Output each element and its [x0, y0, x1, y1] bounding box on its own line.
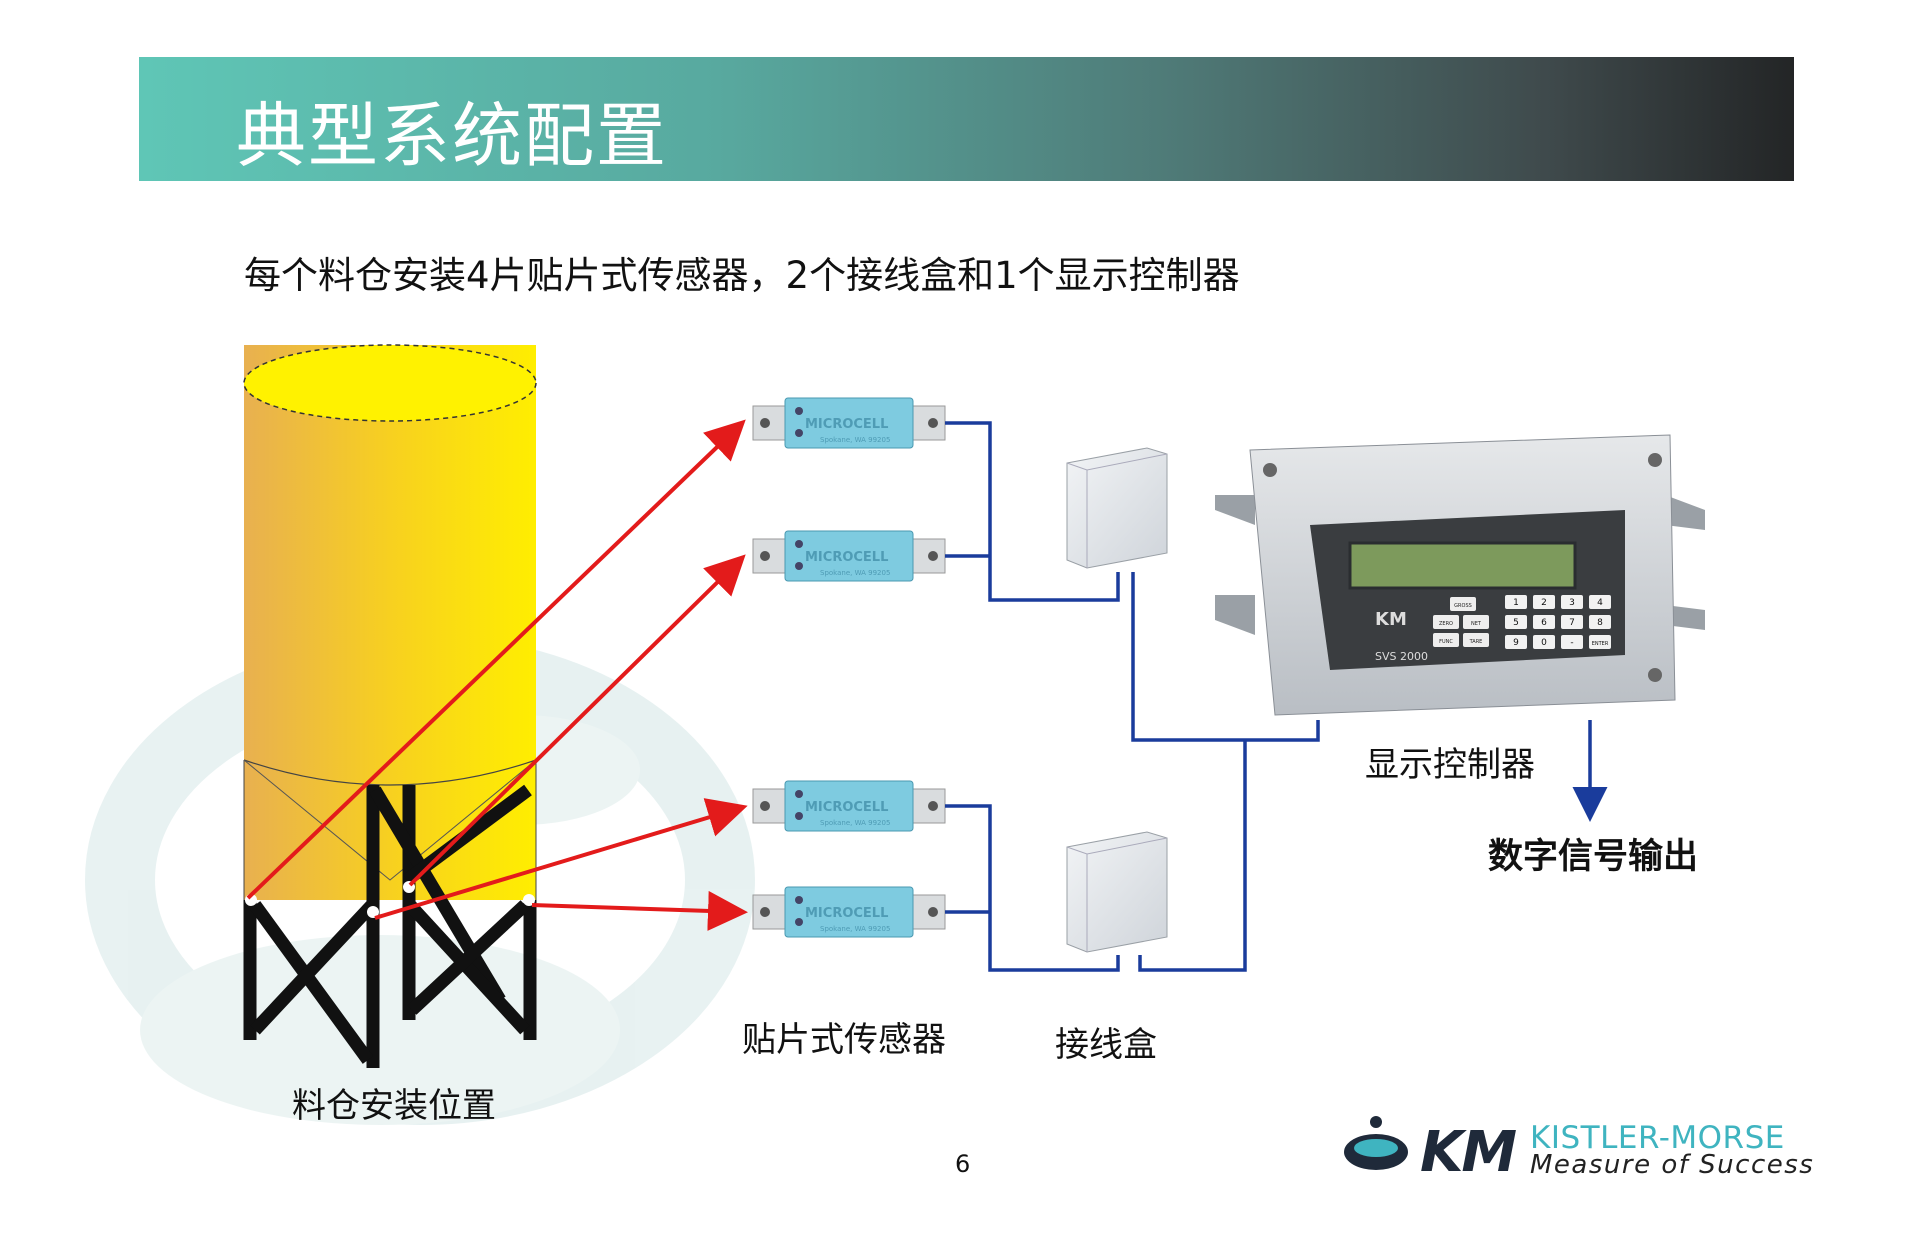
controller-key-tare — [1463, 633, 1489, 647]
sensor-spec-1: Spokane, WA 99205 — [820, 436, 890, 444]
subtitle: 每个料仓安装4片贴片式传感器，2个接线盒和1个显示控制器 — [244, 254, 1240, 297]
page-number: 6 — [955, 1150, 971, 1178]
sensor-spec-4: Spokane, WA 99205 — [820, 925, 890, 933]
junction-box-2 — [1066, 831, 1168, 953]
keypad-key-6 — [1533, 615, 1555, 629]
keypad-key-1 — [1505, 595, 1527, 609]
keypad-key-label: - — [1570, 638, 1573, 648]
keypad-key-7 — [1561, 615, 1583, 629]
keypad-key-label: 8 — [1597, 618, 1603, 628]
keypad-key-label: 3 — [1569, 598, 1575, 608]
keypad-key-4 — [1589, 595, 1611, 609]
silo-legs — [243, 784, 537, 1068]
keypad-key-label: 4 — [1597, 598, 1603, 608]
keypad-key-- — [1561, 635, 1583, 649]
controller-key-label: FUNC — [1439, 639, 1453, 645]
keypad-key-9 — [1505, 635, 1527, 649]
keypad-key-0 — [1533, 635, 1555, 649]
keypad-key-label: 7 — [1569, 618, 1575, 628]
keypad-key-label: 1 — [1513, 598, 1519, 608]
keypad-key-label: 0 — [1541, 638, 1547, 648]
keypad-key-label: 2 — [1541, 598, 1547, 608]
keypad-key-label: 9 — [1513, 638, 1519, 648]
sensor-spec-2: Spokane, WA 99205 — [820, 569, 890, 577]
controller-key-label: TARE — [1469, 639, 1483, 645]
sensor-brand-3: MICROCELL — [805, 800, 888, 815]
controller-key-label: ZERO — [1439, 621, 1453, 627]
strain-sensor-4 — [752, 886, 946, 938]
km-logo-icon — [1344, 1116, 1408, 1170]
strain-sensor-2 — [752, 530, 946, 582]
sensor-mount-points — [245, 881, 535, 918]
controller-key-label: GROSS — [1454, 603, 1472, 609]
keypad-key-enter — [1589, 635, 1611, 649]
label-digital-output: 数字信号输出 — [1488, 837, 1699, 877]
sensor-group — [752, 397, 946, 938]
controller-key-func — [1433, 633, 1459, 647]
label-bin-location: 料仓安装位置 — [292, 1086, 496, 1126]
controller-key-net — [1463, 615, 1489, 629]
sensor-brand-2: MICROCELL — [805, 550, 888, 565]
keypad-key-2 — [1533, 595, 1555, 609]
controller-model: SVS 2000 — [1375, 650, 1428, 663]
label-controller: 显示控制器 — [1365, 745, 1535, 785]
label-junction-box: 接线盒 — [1055, 1025, 1157, 1065]
wiring — [945, 421, 1320, 972]
logo-mark: KM — [1420, 1120, 1517, 1185]
controller-key-zero — [1433, 615, 1459, 629]
controller-brand: KM — [1375, 609, 1407, 630]
keypad-key-8 — [1589, 615, 1611, 629]
keypad-key-3 — [1561, 595, 1583, 609]
controller-key-gross — [1450, 597, 1476, 611]
keypad-key-5 — [1505, 615, 1527, 629]
mount-arrows — [246, 419, 748, 931]
keypad-key-label: ENTER — [1592, 641, 1609, 647]
logo-tagline: Measure of Success — [1530, 1150, 1815, 1180]
label-sensor: 贴片式传感器 — [742, 1020, 946, 1060]
sensor-brand-4: MICROCELL — [805, 906, 888, 921]
strain-sensor-1 — [752, 397, 946, 449]
sensor-spec-3: Spokane, WA 99205 — [820, 819, 890, 827]
display-controller: KM SVS 2000 GROSS ZERO NET FUNC TARE 1 2 3 4 5 6 7 8… — [1215, 434, 1705, 716]
controller-key-label: NET — [1471, 621, 1482, 627]
title-bar — [139, 57, 1794, 181]
keypad-key-label: 5 — [1513, 618, 1519, 628]
logo-brand: KISTLER-MORSE — [1530, 1120, 1785, 1156]
page-title: 典型系统配置 — [236, 95, 668, 177]
controller-keypad: GROSS ZERO NET FUNC TARE 1 2 3 4 5 6 7 8 9 0 - ENTER — [1433, 595, 1611, 649]
keypad-key-label: 6 — [1541, 618, 1547, 628]
junction-box-1 — [1066, 447, 1168, 569]
strain-sensor-3 — [752, 780, 946, 832]
sensor-brand-1: MICROCELL — [805, 417, 888, 432]
